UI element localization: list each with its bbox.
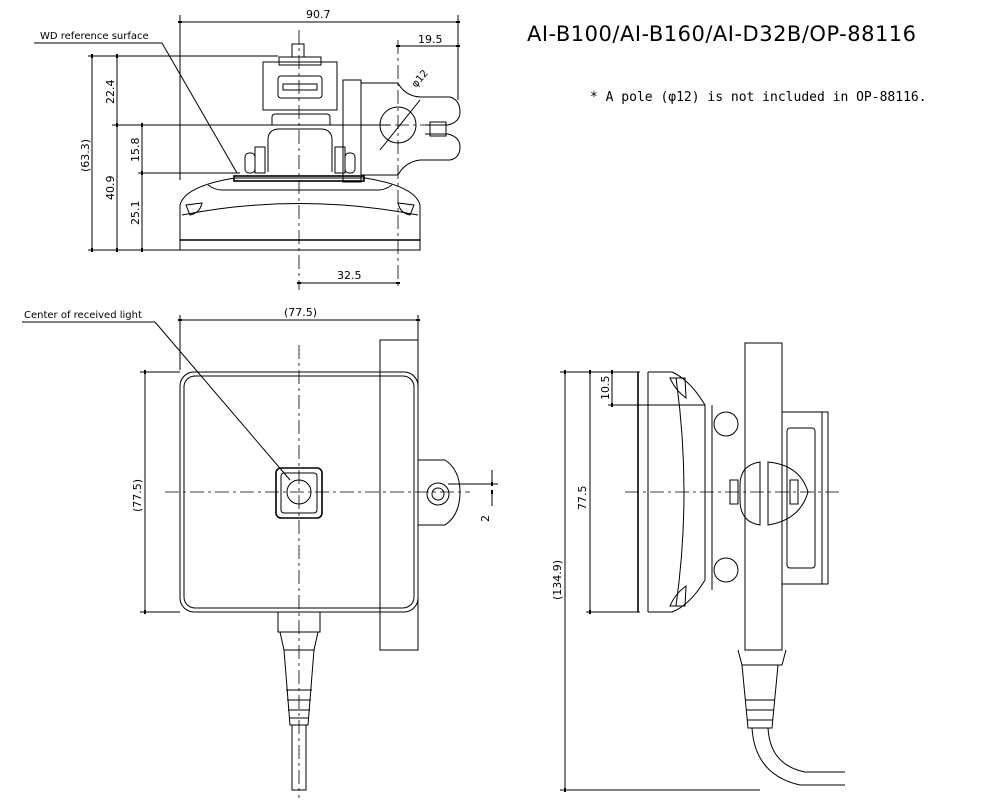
dim-center-to-pole: 32.5 (337, 269, 362, 282)
pole-note: * A pole (φ12) is not included in OP-881… (590, 90, 927, 105)
dim-width-total: 90.7 (306, 8, 331, 21)
front-view (165, 339, 470, 798)
dim-front-width: (77.5) (284, 306, 317, 319)
label-wd-reference-surface: WD reference surface (40, 31, 149, 42)
dim-side-body: 77.5 (576, 486, 589, 511)
dim-height-total: (63.3) (79, 139, 92, 172)
side-view (625, 342, 845, 786)
dim-side-total: (134.9) (551, 560, 564, 600)
front-view-dimensions: (77.5) Center of received light (77.5) 2 (22, 306, 498, 614)
dim-lower: 40.9 (104, 176, 117, 201)
side-view-dimensions: (134.9) 77.5 10.5 (551, 370, 760, 792)
dim-base: 25.1 (129, 201, 142, 226)
dim-pole-offset: 19.5 (418, 33, 443, 46)
top-view (179, 30, 461, 290)
dim-front-offset: 2 (479, 515, 492, 522)
top-view-dimensions: 90.7 19.5 φ12 WD reference surface (63.3… (34, 8, 460, 284)
model-title: AI-B100/AI-B160/AI-D32B/OP-88116 (527, 22, 917, 46)
dim-mid: 15.8 (129, 138, 142, 163)
dim-upper: 22.4 (104, 80, 117, 105)
label-center-of-received-light: Center of received light (24, 310, 142, 321)
dim-front-height: (77.5) (131, 479, 144, 512)
dim-pole-dia: φ12 (410, 68, 431, 90)
dim-side-top: 10.5 (599, 376, 612, 401)
